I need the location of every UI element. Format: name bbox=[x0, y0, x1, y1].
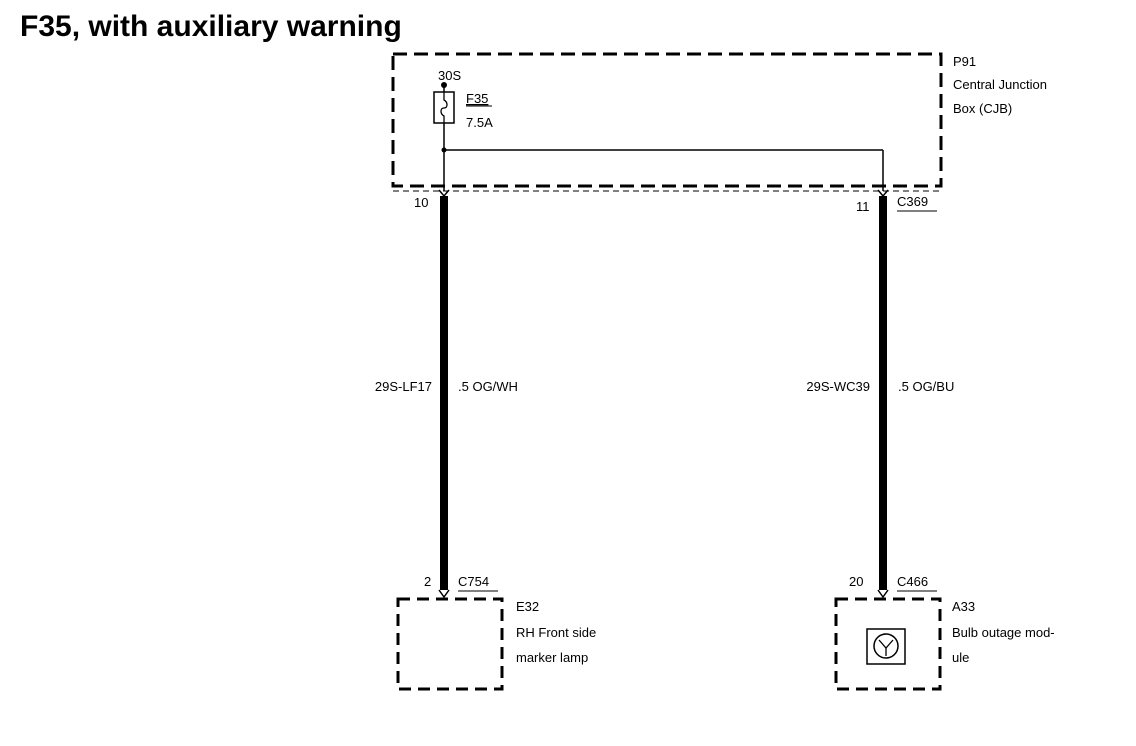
lamp-code: E32 bbox=[516, 599, 539, 614]
wire-left-circuit: 29S-LF17 bbox=[375, 379, 432, 394]
cjb-name-line2: Box (CJB) bbox=[953, 101, 1012, 116]
wire-left-spec: .5 OG/WH bbox=[458, 379, 518, 394]
wire-right-spec: .5 OG/BU bbox=[898, 379, 954, 394]
lamp-connector: C754 bbox=[458, 574, 489, 589]
cjb-pin-left: 10 bbox=[414, 195, 428, 210]
module-code: A33 bbox=[952, 599, 975, 614]
supply-label: 30S bbox=[438, 68, 461, 83]
pin-20-connector-icon bbox=[877, 589, 889, 599]
lamp-name-line2: marker lamp bbox=[516, 650, 588, 665]
cjb-name-line1: Central Junction bbox=[953, 77, 1047, 92]
fuse-rating: 7.5A bbox=[466, 115, 493, 130]
module-box bbox=[834, 597, 942, 691]
module-symbol-icon bbox=[866, 628, 906, 665]
module-connector: C466 bbox=[897, 574, 928, 589]
lamp-name-line1: RH Front side bbox=[516, 625, 596, 640]
module-name-line2: ule bbox=[952, 650, 969, 665]
cjb-pin-right: 11 bbox=[856, 199, 870, 214]
pin-2-connector-icon bbox=[438, 589, 450, 599]
module-name-line1: Bulb outage mod- bbox=[952, 625, 1055, 640]
lamp-box bbox=[396, 597, 504, 691]
fuse-id: F35 bbox=[466, 91, 488, 106]
cjb-box bbox=[391, 52, 943, 188]
wire-right-circuit: 29S-WC39 bbox=[806, 379, 870, 394]
fuse-icon bbox=[433, 91, 455, 124]
lamp-pin: 2 bbox=[424, 574, 431, 589]
module-pin: 20 bbox=[849, 574, 863, 589]
cjb-connector: C369 bbox=[897, 194, 928, 209]
cjb-code: P91 bbox=[953, 54, 976, 69]
diagram-title: F35, with auxiliary warning bbox=[20, 10, 402, 43]
